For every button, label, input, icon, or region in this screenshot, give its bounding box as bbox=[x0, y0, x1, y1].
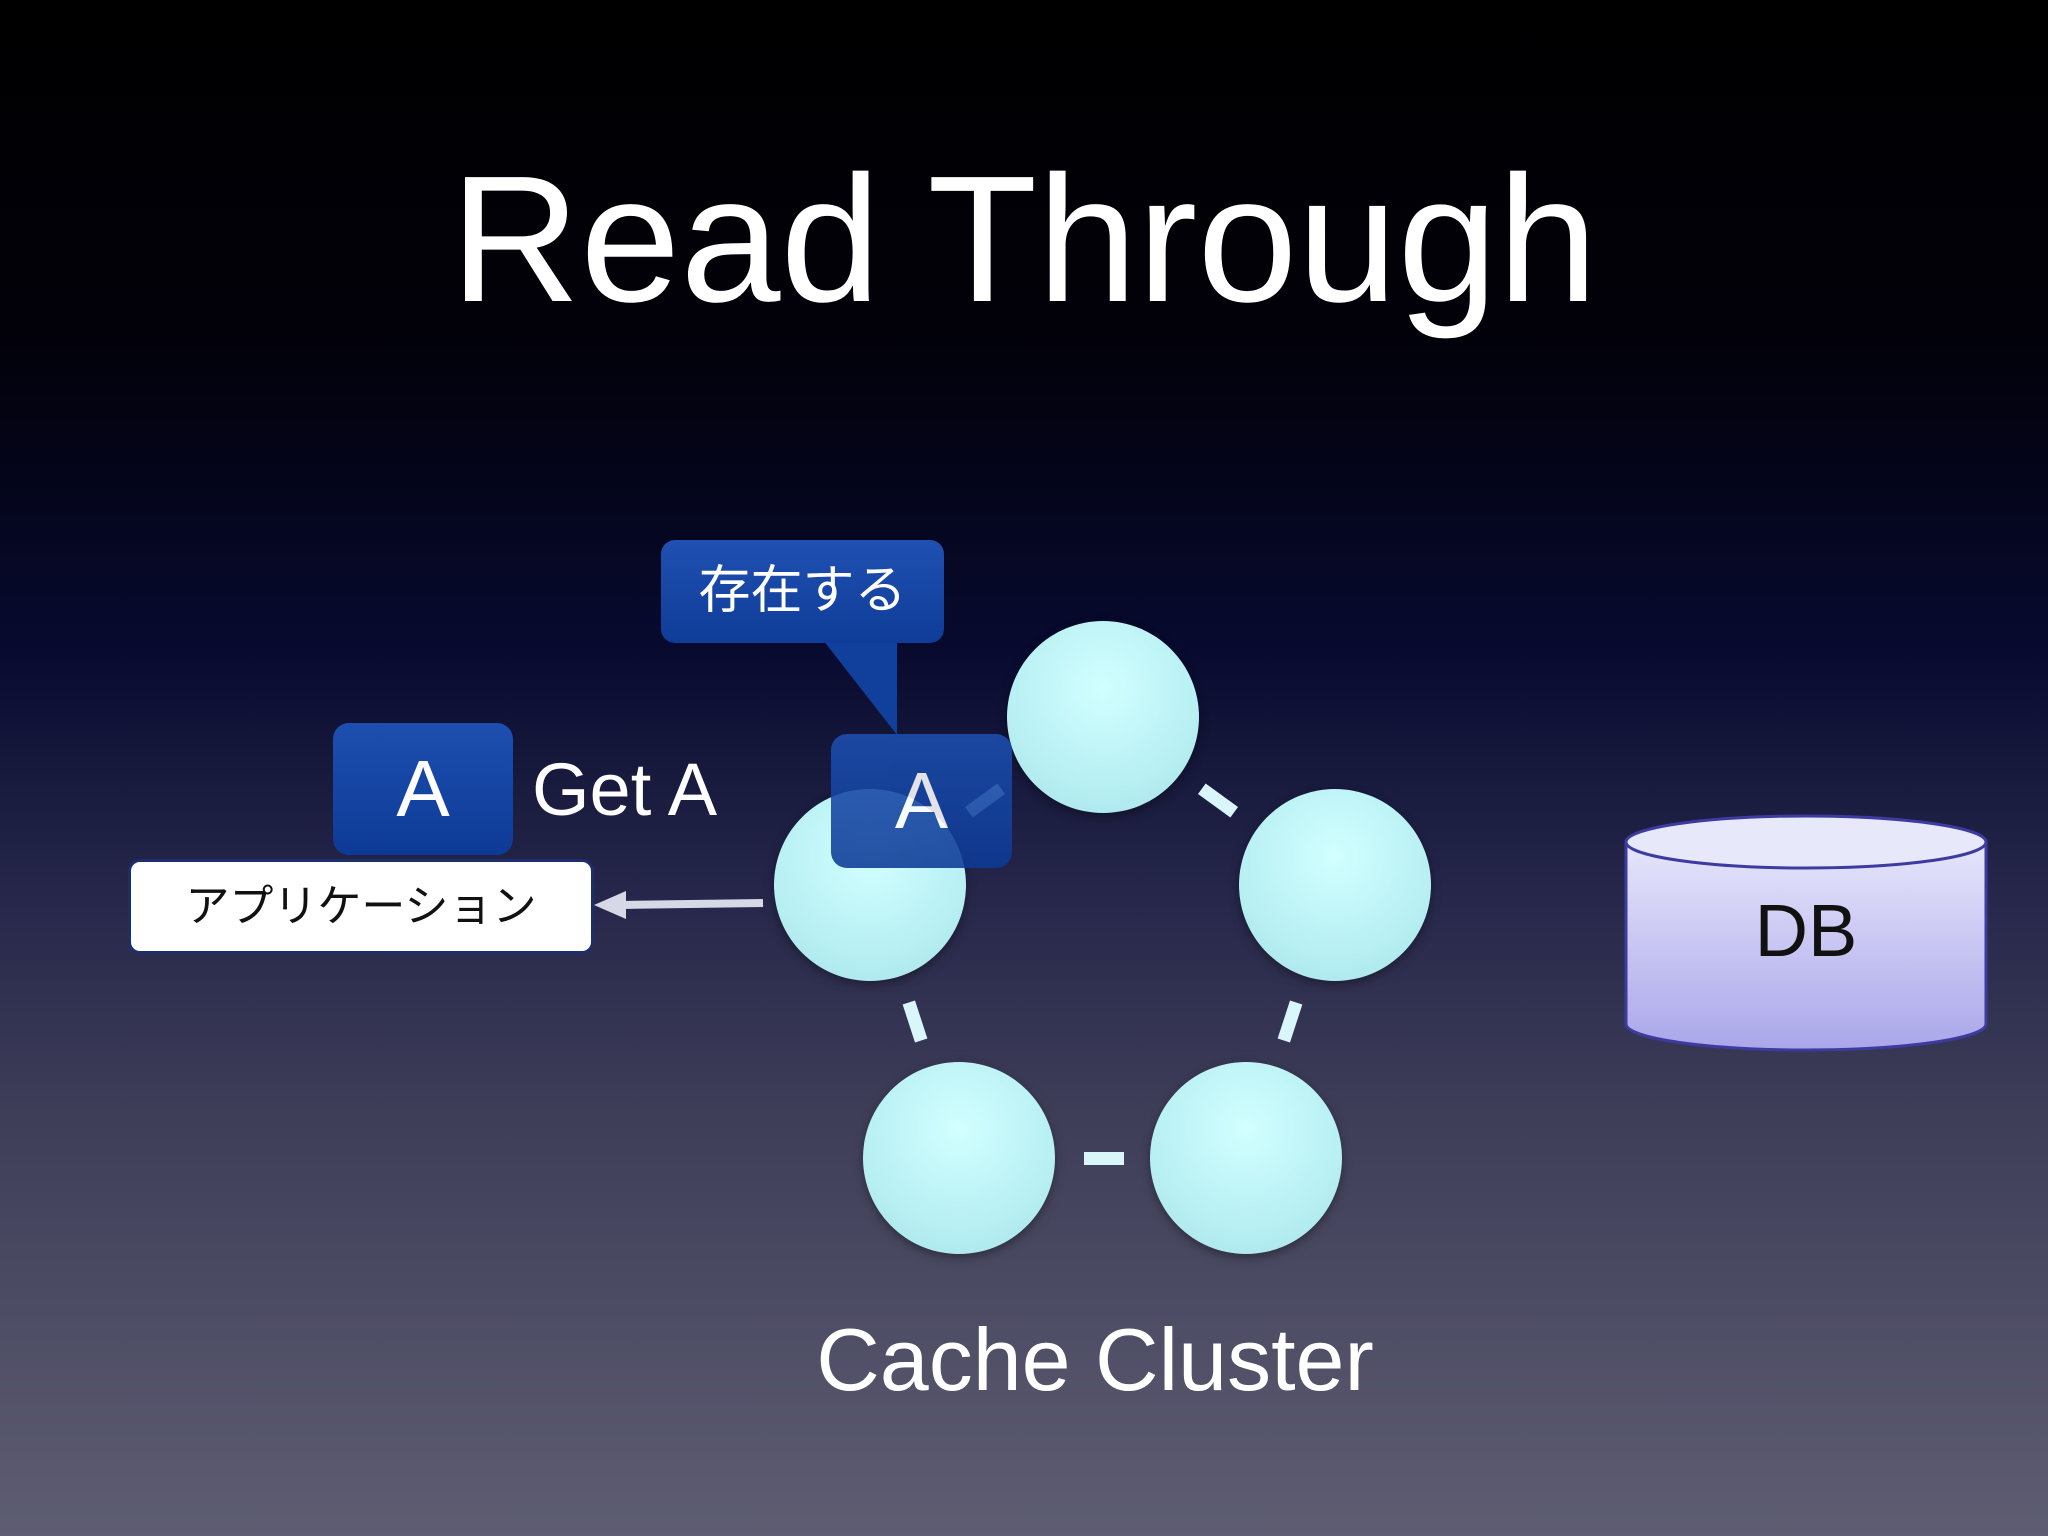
cache-node-bottom-left bbox=[863, 1062, 1055, 1254]
slide-title: Read Through bbox=[450, 139, 1598, 340]
cache-node-right bbox=[1239, 789, 1431, 981]
application-box: アプリケーション bbox=[128, 859, 594, 954]
cache-cluster-label: Cache Cluster bbox=[816, 1310, 1374, 1409]
request-key-box: A bbox=[333, 723, 513, 855]
get-request-label: Get A bbox=[532, 748, 718, 831]
database-label: DB bbox=[1754, 889, 1858, 972]
cache-node-bottom-right bbox=[1150, 1062, 1342, 1254]
database-cylinder bbox=[1624, 814, 1988, 1052]
ring-link bbox=[1084, 1152, 1124, 1165]
cached-key-box: A bbox=[831, 734, 1012, 868]
cache-node-top bbox=[1007, 621, 1199, 813]
exists-callout: 存在する bbox=[661, 540, 944, 643]
